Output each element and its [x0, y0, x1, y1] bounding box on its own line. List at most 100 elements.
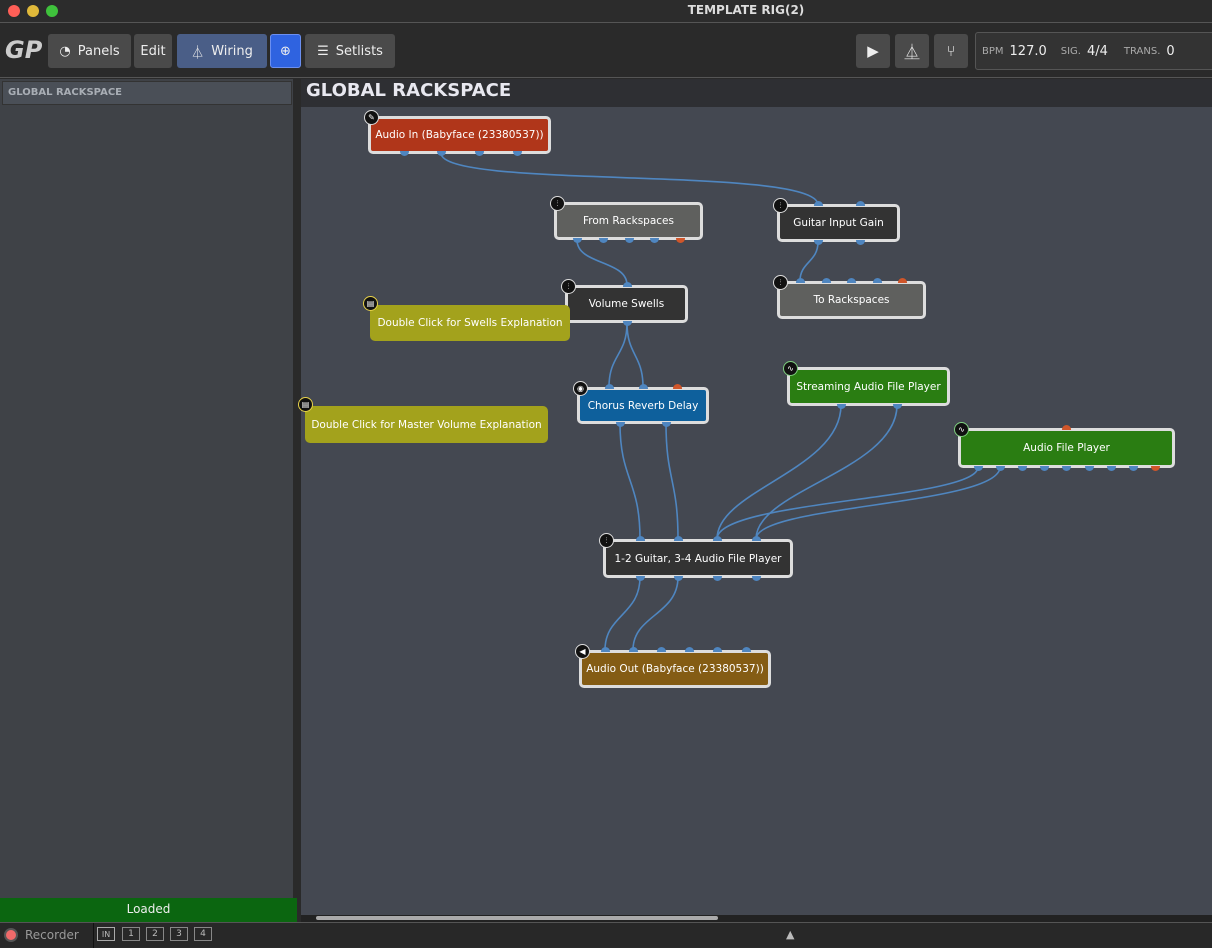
audio-pin[interactable]	[822, 278, 831, 283]
audio-pin[interactable]	[1107, 466, 1116, 471]
sidebar-item-global-rackspace[interactable]: GLOBAL RACKSPACE	[2, 81, 292, 105]
node-from-rackspaces[interactable]: ⫶From Rackspaces	[550, 196, 703, 240]
play-button[interactable]: ▶	[856, 34, 890, 68]
audio-pin[interactable]	[996, 466, 1005, 471]
record-button[interactable]	[4, 928, 18, 942]
audio-pin[interactable]	[616, 422, 625, 427]
sig-label: SIG.	[1060, 45, 1081, 57]
audio-pin[interactable]	[1085, 466, 1094, 471]
recorder-channel-4[interactable]: 4	[194, 927, 212, 941]
close-window-button[interactable]	[8, 5, 20, 17]
node-label: To Rackspaces	[813, 294, 890, 306]
panels-icon: ◔	[59, 43, 71, 59]
audio-pin[interactable]	[752, 576, 761, 581]
audio-pin[interactable]	[623, 282, 632, 287]
wire	[608, 322, 628, 388]
node-to-rackspaces[interactable]: ⫶To Rackspaces	[773, 275, 926, 319]
bpm-label: BPM	[982, 45, 1004, 57]
bpm-value[interactable]: 127.0	[1009, 43, 1047, 59]
audio-pin[interactable]	[856, 240, 865, 245]
rackspace-sidebar: GLOBAL RACKSPACE Loaded	[0, 79, 297, 922]
node-audio-in[interactable]: ✎Audio In (Babyface (23380537))	[364, 110, 551, 154]
wiring-button[interactable]: ⏃Wiring	[177, 34, 267, 68]
audio-pin[interactable]	[1129, 466, 1138, 471]
audio-pin[interactable]	[796, 278, 805, 283]
edit-button[interactable]: Edit	[134, 34, 172, 68]
audio-pin[interactable]	[1062, 466, 1071, 471]
audio-pin[interactable]	[674, 536, 683, 541]
node-chorus-reverb-delay[interactable]: ◉Chorus Reverb Delay	[573, 381, 709, 424]
recorder-channel-1[interactable]: 1	[122, 927, 140, 941]
audio-pin[interactable]	[400, 151, 409, 156]
panels-button[interactable]: ◔ Panels	[48, 34, 131, 68]
audio-pin[interactable]	[601, 647, 610, 652]
audio-pin[interactable]	[625, 238, 634, 243]
audio-pin[interactable]	[605, 384, 614, 389]
wiring-canvas[interactable]	[301, 107, 1212, 915]
node-audio-out[interactable]: ◀Audio Out (Babyface (23380537))	[575, 644, 771, 688]
recorder-in-button[interactable]: IN	[97, 927, 115, 941]
audio-pin[interactable]	[873, 278, 882, 283]
audio-pin[interactable]	[657, 647, 666, 652]
audio-pin[interactable]	[636, 576, 645, 581]
node-mixer[interactable]: ⫶1-2 Guitar, 3-4 Audio File Player	[599, 533, 793, 578]
wire	[799, 241, 819, 282]
node-guitar-input-gain[interactable]: ⫶Guitar Input Gain	[773, 198, 900, 242]
wire	[716, 466, 979, 540]
note-swells-explanation[interactable]: ▤Double Click for Swells Explanation	[363, 296, 570, 341]
audio-pin[interactable]	[636, 536, 645, 541]
audio-pin[interactable]	[662, 422, 671, 427]
audio-pin[interactable]	[713, 647, 722, 652]
note-master-volume-explanation[interactable]: ▤Double Click for Master Volume Explanat…	[298, 397, 548, 443]
audio-pin[interactable]	[513, 151, 522, 156]
audio-pin[interactable]	[814, 240, 823, 245]
minimize-window-button[interactable]	[27, 5, 39, 17]
note-label: Double Click for Swells Explanation	[377, 317, 563, 329]
recorder-channel-2[interactable]: 2	[146, 927, 164, 941]
audio-pin[interactable]	[1018, 466, 1027, 471]
expand-up-icon[interactable]: ▲	[786, 928, 795, 941]
wire	[604, 576, 641, 651]
midi-pin[interactable]	[676, 238, 685, 243]
audio-pin[interactable]	[713, 576, 722, 581]
midi-pin[interactable]	[1062, 425, 1071, 430]
scrollbar-thumb[interactable]	[316, 916, 718, 920]
audio-pin[interactable]	[974, 466, 983, 471]
midi-pin[interactable]	[898, 278, 907, 283]
node-streaming-audio-file-player[interactable]: ∿Streaming Audio File Player	[783, 361, 950, 406]
global-rackspace-button[interactable]: ⊕	[270, 34, 301, 68]
audio-pin[interactable]	[639, 384, 648, 389]
audio-pin[interactable]	[893, 404, 902, 409]
note-icon: ▤	[298, 397, 313, 412]
audio-pin[interactable]	[475, 151, 484, 156]
audio-pin[interactable]	[752, 536, 761, 541]
audio-pin[interactable]	[856, 201, 865, 206]
audio-pin[interactable]	[1040, 466, 1049, 471]
audio-pin[interactable]	[623, 321, 632, 326]
audio-pin[interactable]	[674, 576, 683, 581]
audio-pin[interactable]	[599, 238, 608, 243]
audio-pin[interactable]	[837, 404, 846, 409]
audio-pin[interactable]	[713, 536, 722, 541]
audio-pin[interactable]	[437, 151, 446, 156]
audio-pin[interactable]	[847, 278, 856, 283]
audio-pin[interactable]	[685, 647, 694, 652]
midi-pin[interactable]	[673, 384, 682, 389]
audio-pin[interactable]	[629, 647, 638, 652]
panels-label: Panels	[77, 43, 120, 59]
audio-pin[interactable]	[650, 238, 659, 243]
midi-pin[interactable]	[1151, 466, 1160, 471]
sig-value[interactable]: 4/4	[1086, 43, 1108, 59]
horizontal-scrollbar[interactable]	[301, 915, 1212, 922]
audio-pin[interactable]	[573, 238, 582, 243]
tuner-button[interactable]: ⑂	[934, 34, 968, 68]
trans-value[interactable]: 0	[1166, 43, 1175, 59]
node-volume-swells[interactable]: ⫶Volume Swells	[561, 279, 688, 323]
setlists-button[interactable]: ☰Setlists	[305, 34, 395, 68]
audio-pin[interactable]	[742, 647, 751, 652]
audio-pin[interactable]	[814, 201, 823, 206]
node-audio-file-player[interactable]: ∿Audio File Player	[954, 422, 1175, 468]
zoom-window-button[interactable]	[46, 5, 58, 17]
metronome-button[interactable]: ⏅	[895, 34, 929, 68]
recorder-channel-3[interactable]: 3	[170, 927, 188, 941]
